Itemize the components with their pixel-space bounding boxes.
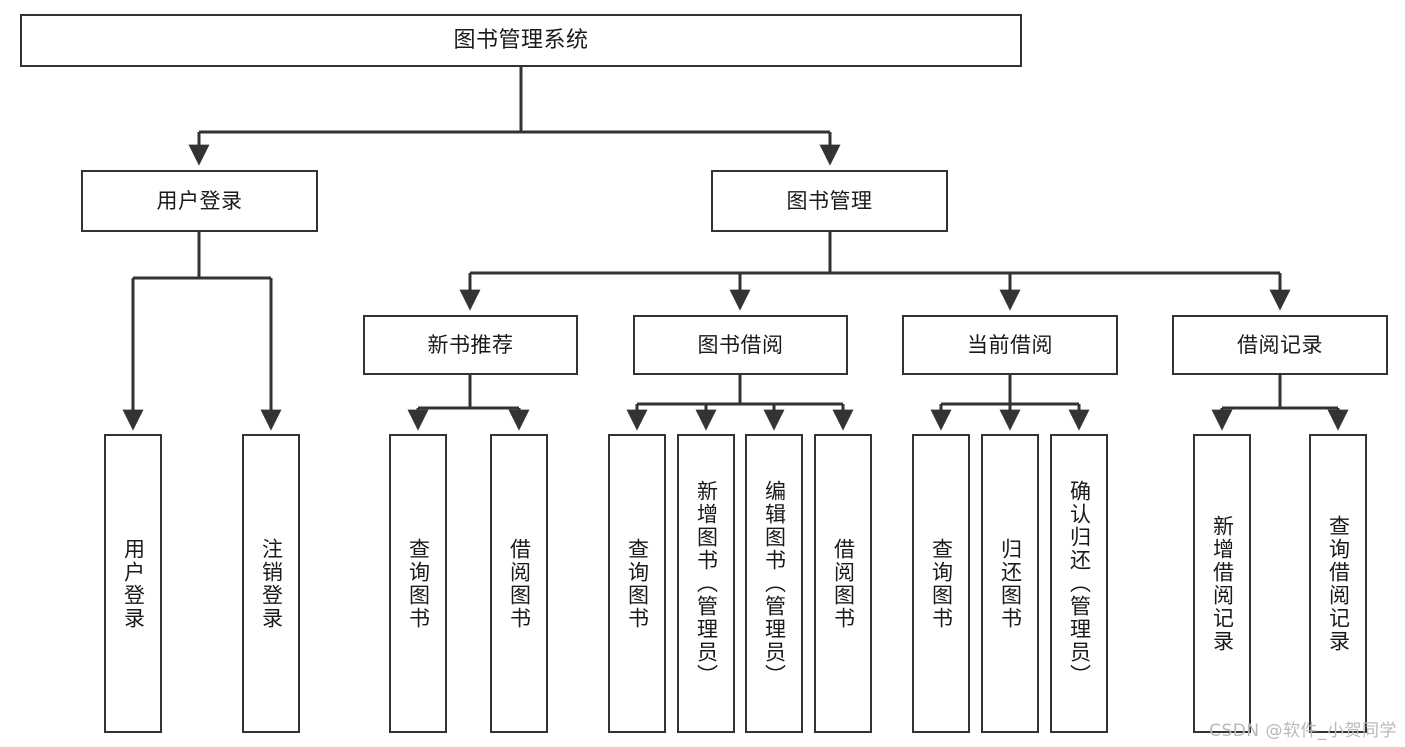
node-leaf-return-book[interactable]: 归还图书 bbox=[981, 434, 1039, 733]
node-leaf-user-login[interactable]: 用户登录 bbox=[104, 434, 162, 733]
node-new-book-recommend-label: 新书推荐 bbox=[427, 332, 514, 357]
node-leaf-add-book[interactable]: 新增图书（管理员） bbox=[677, 434, 735, 733]
node-leaf-add-borrow-record[interactable]: 新增借阅记录 bbox=[1193, 434, 1251, 733]
node-leaf-borrow-book-2-label: 借阅图书 bbox=[831, 537, 856, 630]
node-leaf-query-book-1[interactable]: 查询图书 bbox=[389, 434, 447, 733]
node-leaf-user-logout[interactable]: 注销登录 bbox=[242, 434, 300, 733]
node-leaf-add-book-label: 新增图书（管理员） bbox=[694, 480, 719, 687]
node-leaf-query-book-2-label: 查询图书 bbox=[625, 537, 650, 630]
node-book-borrow-label: 图书借阅 bbox=[697, 332, 784, 357]
node-leaf-confirm-return[interactable]: 确认归还（管理员） bbox=[1050, 434, 1108, 733]
node-leaf-query-borrow-record[interactable]: 查询借阅记录 bbox=[1309, 434, 1367, 733]
node-root[interactable]: 图书管理系统 bbox=[20, 14, 1022, 67]
node-borrow-record-label: 借阅记录 bbox=[1237, 332, 1323, 357]
csdn-watermark: CSDN @软件_小贺同学 bbox=[1209, 721, 1397, 741]
node-borrow-record[interactable]: 借阅记录 bbox=[1172, 315, 1388, 375]
node-leaf-query-book-3-label: 查询图书 bbox=[929, 537, 954, 630]
node-leaf-add-borrow-record-label: 新增借阅记录 bbox=[1210, 514, 1235, 653]
node-leaf-user-logout-label: 注销登录 bbox=[259, 537, 284, 630]
node-leaf-borrow-book-2[interactable]: 借阅图书 bbox=[814, 434, 872, 733]
node-leaf-borrow-book-1-label: 借阅图书 bbox=[507, 537, 532, 630]
node-leaf-confirm-return-label: 确认归还（管理员） bbox=[1067, 480, 1092, 687]
node-leaf-user-login-label: 用户登录 bbox=[121, 537, 146, 630]
node-root-label: 图书管理系统 bbox=[453, 27, 589, 53]
node-current-borrow[interactable]: 当前借阅 bbox=[902, 315, 1118, 375]
node-current-borrow-label: 当前借阅 bbox=[967, 332, 1053, 357]
node-book-management[interactable]: 图书管理 bbox=[711, 170, 948, 232]
node-book-management-label: 图书管理 bbox=[786, 188, 873, 213]
node-leaf-query-book-1-label: 查询图书 bbox=[406, 537, 431, 630]
node-leaf-borrow-book-1[interactable]: 借阅图书 bbox=[490, 434, 548, 733]
node-leaf-query-book-2[interactable]: 查询图书 bbox=[608, 434, 666, 733]
node-leaf-edit-book-label: 编辑图书（管理员） bbox=[762, 480, 787, 687]
node-leaf-query-book-3[interactable]: 查询图书 bbox=[912, 434, 970, 733]
node-user-login-label: 用户登录 bbox=[156, 188, 243, 213]
node-user-login[interactable]: 用户登录 bbox=[81, 170, 318, 232]
node-book-borrow[interactable]: 图书借阅 bbox=[633, 315, 848, 375]
node-leaf-edit-book[interactable]: 编辑图书（管理员） bbox=[745, 434, 803, 733]
node-new-book-recommend[interactable]: 新书推荐 bbox=[363, 315, 578, 375]
node-leaf-query-borrow-record-label: 查询借阅记录 bbox=[1326, 514, 1351, 653]
node-leaf-return-book-label: 归还图书 bbox=[998, 537, 1023, 630]
